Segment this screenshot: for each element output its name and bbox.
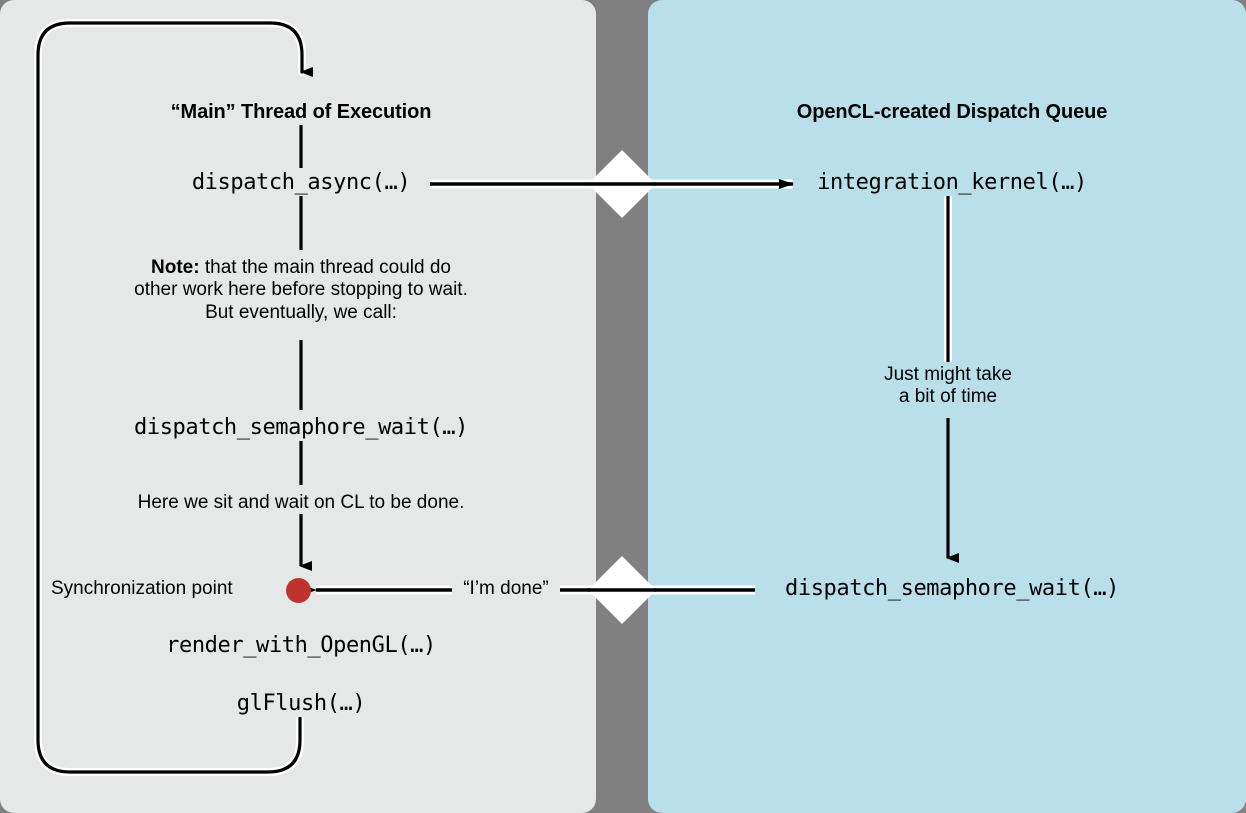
step-dispatch-async: dispatch_async(…) (184, 170, 418, 196)
sync-point-dot-icon (286, 578, 311, 603)
note-lead: Note: (151, 257, 200, 278)
main-thread-title: “Main” Thread of Execution (163, 101, 439, 125)
note-line-1-text: that the main thread could do (204, 257, 451, 278)
note-line-2: other work here before stopping to wait. (134, 279, 468, 301)
step-duration-note: Just might take a bit of time (877, 364, 1019, 409)
step-sync-point-label: Synchronization point (51, 578, 233, 599)
duration-note-line-1: Just might take (884, 364, 1012, 385)
diamond-marker-icon (588, 150, 656, 218)
duration-note-line-2: a bit of time (898, 386, 998, 408)
step-integration-kernel: integration_kernel(…) (810, 170, 1094, 196)
note-line-1: Note: that the main thread could do (66, 257, 536, 279)
step-queue-dispatch-semaphore-wait: dispatch_semaphore_wait(…) (778, 576, 1126, 602)
done-signal-label: “I’m done” (456, 578, 556, 601)
diamond-marker-icon (588, 556, 656, 624)
divider-band (596, 0, 648, 813)
step-note: Note: that the main thread could do othe… (66, 257, 536, 324)
note-line-3: But eventually, we call: (205, 301, 397, 323)
step-gl-flush: glFlush(…) (229, 691, 373, 717)
step-dispatch-semaphore-wait: dispatch_semaphore_wait(…) (127, 415, 475, 441)
step-render-with-opengl: render_with_OpenGL(…) (159, 633, 443, 659)
dispatch-queue-title: OpenCL-created Dispatch Queue (789, 101, 1115, 125)
step-wait-note: Here we sit and wait on CL to be done. (130, 492, 472, 515)
